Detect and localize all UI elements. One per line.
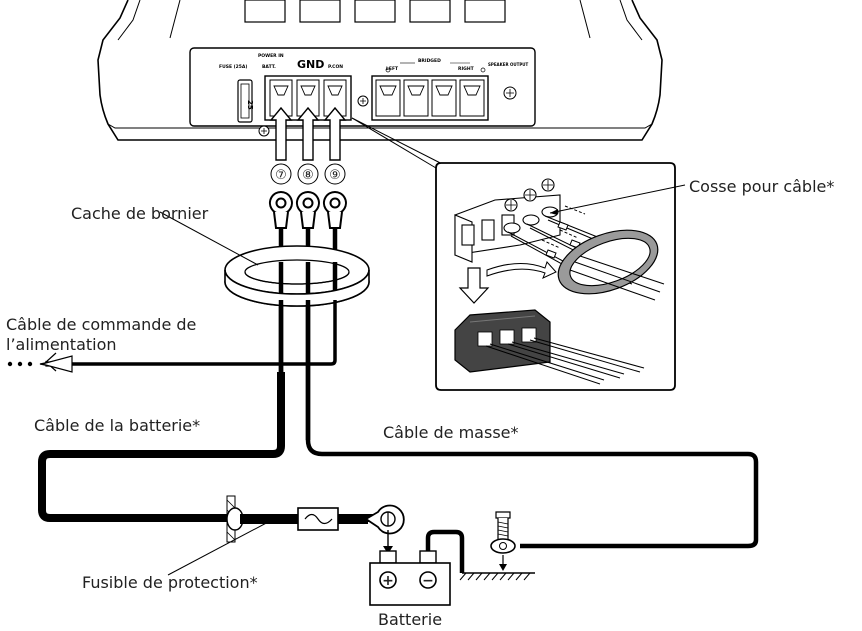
battery-plus-icon: +: [382, 573, 394, 589]
power-in-label: POWER IN: [258, 53, 284, 59]
terminal-numbers: ⑦ ⑧ ⑨: [270, 163, 346, 185]
batt-label: BATT.: [262, 64, 276, 70]
terminal-7: ⑦: [275, 168, 287, 183]
fuse-label: FUSE (25A): [219, 64, 247, 70]
firewall-grommet: [226, 495, 244, 543]
battery-ring-lug: [364, 504, 405, 554]
pcon-label: P.CON: [328, 64, 343, 70]
left-label: LEFT: [386, 66, 399, 72]
fuse-label: Fusible de protection*: [82, 573, 258, 592]
inset-grommet: [557, 229, 659, 295]
battery-cable-label: Câble de la batterie*: [34, 416, 200, 435]
bridged-label: BRIDGED: [418, 58, 441, 64]
chassis-ground-icon: [459, 511, 535, 581]
battery-cable: [38, 372, 380, 522]
terminal-8: ⑧: [302, 168, 314, 183]
protection-fuse: [240, 507, 368, 531]
cable-lug-label: Cosse pour câble*: [689, 177, 834, 196]
power-control-cable: [7, 300, 337, 373]
speaker-terminal-block: [371, 75, 489, 121]
terminal-cover-label: Cache de bornier: [71, 204, 209, 223]
power-control-cable-label-1: Câble de commande de: [6, 315, 196, 334]
speaker-output-label: SPEAKER OUTPUT: [488, 62, 529, 67]
terminal-9: ⑨: [329, 168, 341, 183]
right-label: RIGHT: [458, 66, 475, 72]
fuse-value: 25: [246, 100, 254, 110]
ring-lugs: [268, 191, 347, 229]
power-control-cable-label-2: l’alimentation: [6, 335, 117, 354]
battery-minus-icon: −: [422, 573, 434, 589]
inset-down-arrow: [458, 267, 490, 304]
amp-fuse: 25: [237, 79, 254, 123]
gnd-label: GND: [297, 58, 324, 71]
ground-cable-label: Câble de masse*: [383, 423, 519, 442]
insert-arrows: [269, 106, 347, 161]
battery: + −: [369, 550, 451, 606]
battery-label: Batterie: [378, 610, 442, 629]
inset-terminal-block: [454, 178, 561, 263]
inset-curved-arrow: [486, 261, 557, 279]
ground-cable: [305, 430, 759, 549]
